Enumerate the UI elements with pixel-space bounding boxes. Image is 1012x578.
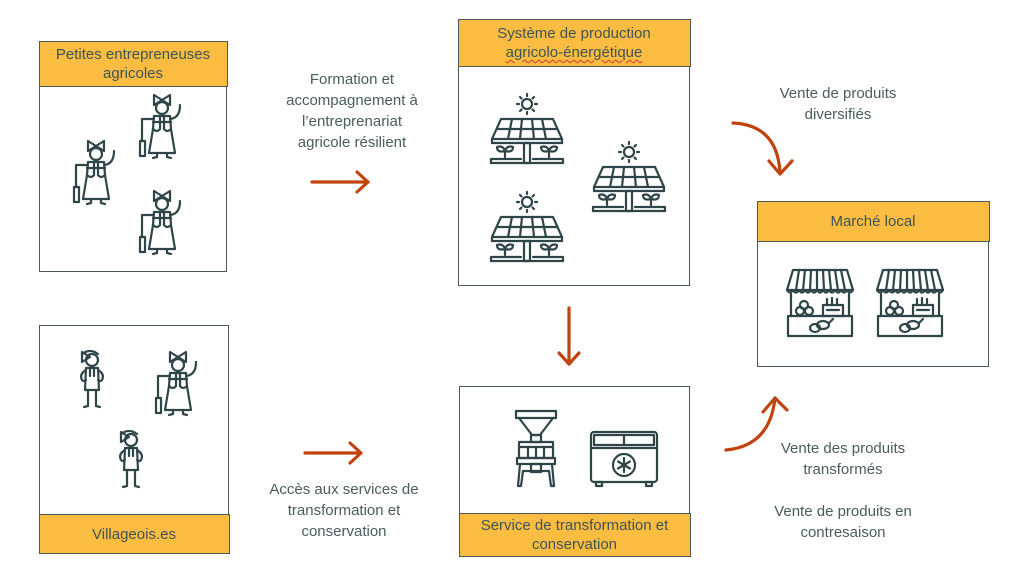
formation-label: Formation et accompagnement à l’entrepre… bbox=[286, 71, 418, 151]
agrivoltaic-solar-panel-icon bbox=[489, 190, 565, 263]
production-title-line1: Système de production bbox=[497, 25, 651, 42]
vente-diversifies-label: Vente de produits diversifiés bbox=[779, 85, 897, 123]
transformation-header: Service de transformation et conservatio… bbox=[458, 513, 691, 557]
market-stall-icon bbox=[875, 268, 945, 338]
marche-header: Marché local bbox=[756, 200, 990, 242]
villager-icon bbox=[79, 349, 105, 409]
farmer-woman-icon bbox=[138, 189, 182, 256]
agrivoltaic-solar-panel-icon bbox=[591, 140, 667, 213]
villageois-header: Villageois.es bbox=[38, 514, 230, 554]
agrivoltaic-solar-panel-icon bbox=[489, 92, 565, 165]
production-box: Système de production agricolo-énergétiq… bbox=[457, 19, 691, 286]
villager-icon bbox=[118, 429, 143, 489]
transformation-box: Service de transformation et conservatio… bbox=[458, 386, 691, 557]
curved-down-arrow bbox=[731, 121, 794, 176]
farmer-woman-icon bbox=[72, 139, 116, 206]
grain-mill-icon bbox=[514, 409, 558, 488]
production-title-line2: agricolo-énergétique bbox=[505, 44, 643, 61]
villageois-title: Villageois.es bbox=[92, 525, 176, 543]
farmer-woman-icon bbox=[154, 350, 198, 417]
curved-up-arrow bbox=[724, 396, 789, 452]
vente-transformes-label: Vente des produits transformés bbox=[780, 440, 906, 478]
down-arrow bbox=[557, 306, 581, 366]
marche-box: Marché local bbox=[756, 200, 990, 367]
right-arrow bbox=[303, 441, 363, 465]
chest-freezer-icon bbox=[589, 430, 659, 488]
entrepreneuses-title: Petites entrepreneuses agricoles bbox=[55, 46, 211, 82]
production-header: Système de production agricolo-énergétiq… bbox=[457, 19, 691, 67]
acces-label: Accès aux services de transformation et … bbox=[269, 481, 419, 540]
farmer-woman-icon bbox=[138, 93, 182, 160]
transformation-title: Service de transformation et conservatio… bbox=[480, 517, 669, 553]
entrepreneuses-box: Petites entrepreneuses agricoles bbox=[38, 41, 228, 272]
marche-title: Marché local bbox=[830, 212, 916, 230]
entrepreneuses-header: Petites entrepreneuses agricoles bbox=[38, 41, 228, 87]
right-arrow bbox=[310, 170, 370, 194]
vente-contresaison-label: Vente de produits en contresaison bbox=[774, 503, 912, 541]
villageois-box: Villageois.es bbox=[38, 325, 230, 554]
market-stall-icon bbox=[785, 268, 855, 338]
